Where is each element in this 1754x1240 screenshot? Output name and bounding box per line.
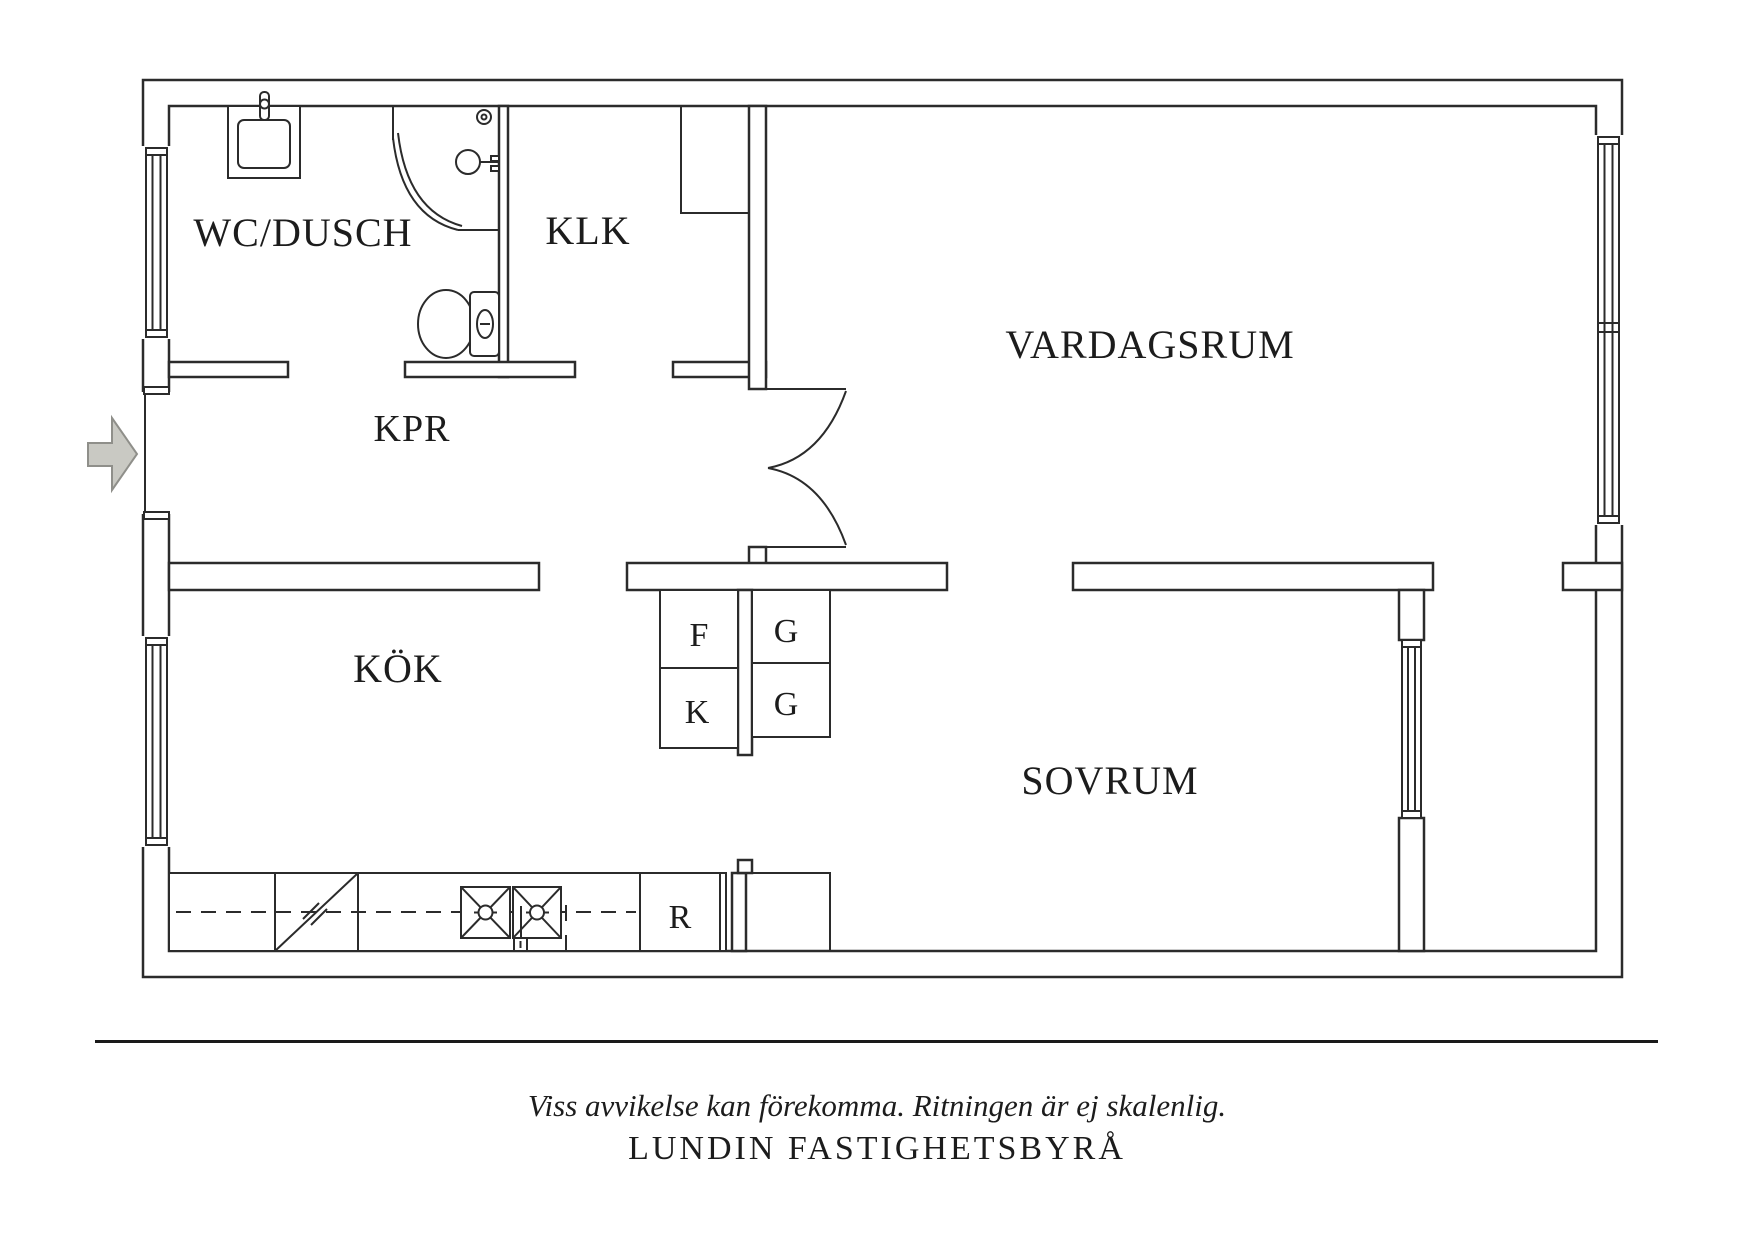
entry-jamb-bottom — [143, 511, 170, 520]
wall-kok-right — [730, 871, 748, 953]
wall-mid-right — [1561, 561, 1624, 592]
wall-wc-bottom-mid — [403, 360, 577, 379]
outer-wall-line — [141, 78, 1624, 979]
bathroom-fixtures — [227, 91, 500, 359]
faucet-icon — [513, 906, 528, 952]
label-vardagsrum: VARDAGSRUM — [1005, 322, 1294, 367]
wall-closet-divider — [736, 588, 754, 757]
entry-arrow-icon — [87, 414, 139, 494]
label-kpr: KPR — [374, 408, 451, 450]
wall-sovrum-balcony-top — [1397, 588, 1426, 642]
wall-wc-bottom-left — [167, 360, 290, 379]
closet-fk — [659, 589, 739, 749]
label-k: K — [685, 694, 710, 731]
wall-mid-closets — [625, 561, 949, 592]
label-r: R — [669, 899, 692, 936]
wall-stub-doors — [747, 545, 768, 566]
shaft-outline — [680, 107, 749, 214]
entry-opening — [141, 386, 171, 520]
wall-mid-kok — [167, 561, 541, 592]
footer-disclaimer: Viss avvikelse kan förekomma. Ritningen … — [528, 1088, 1226, 1123]
closet-gg — [751, 589, 831, 738]
counter-outline — [168, 872, 727, 952]
double-door-vardagsrum — [766, 388, 847, 548]
label-g-bottom: G — [774, 686, 799, 723]
footer: Viss avvikelse kan förekomma. Ritningen … — [95, 1040, 1658, 1167]
kitchen-counter — [168, 872, 727, 952]
inner-wall-line — [167, 104, 1598, 953]
exterior-walls — [141, 78, 1624, 979]
door-swing-arc-bottom — [767, 467, 847, 546]
room-labels: WC/DUSCH KLK VARDAGSRUM KPR KÖK SOVRUM — [193, 208, 1294, 803]
closet-labels: F K G G R — [669, 613, 799, 936]
window-kok — [140, 636, 172, 847]
label-g-top: G — [774, 613, 799, 650]
label-klk: KLK — [545, 208, 630, 253]
interior-walls — [167, 104, 1624, 953]
label-wc-dusch: WC/DUSCH — [193, 210, 412, 255]
wall-sovrum-balcony-bottom — [1397, 816, 1426, 953]
shower-icon — [392, 106, 500, 231]
label-sovrum: SOVRUM — [1021, 758, 1198, 803]
door-swing-arc-top — [767, 390, 847, 469]
dishwasher-icon — [274, 872, 359, 952]
label-f: F — [690, 617, 709, 654]
wall-wc-klk — [497, 104, 510, 379]
washbasin-icon — [227, 91, 301, 179]
kitchen-sink-icon — [460, 886, 562, 952]
window-sovrum — [1401, 639, 1422, 819]
entry-jamb-top — [143, 386, 170, 395]
wall-mid-sovrum — [1071, 561, 1435, 592]
wall-klk-vardagsrum — [747, 104, 768, 391]
label-kok: KÖK — [353, 646, 443, 691]
wall-kok-right-notch — [736, 858, 754, 875]
footer-brand: LUNDIN FASTIGHETSBYRÅ — [628, 1130, 1126, 1167]
window-vardagsrum — [1592, 135, 1624, 525]
window-wc — [140, 146, 172, 339]
toilet-icon — [417, 289, 500, 359]
footer-divider — [95, 1040, 1658, 1043]
wall-step-sovrum — [752, 872, 831, 951]
